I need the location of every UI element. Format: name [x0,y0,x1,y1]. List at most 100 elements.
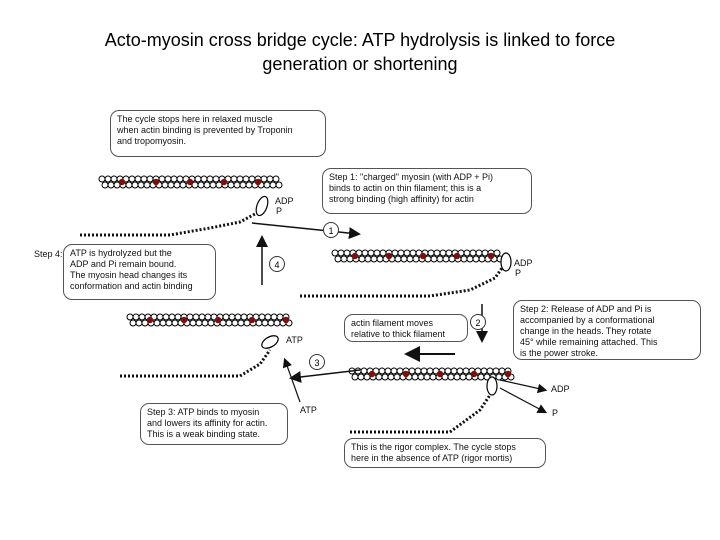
actin-bead [370,255,378,263]
actin-bead [397,249,405,257]
actin-bead [269,181,277,189]
troponin-mark [220,178,228,186]
actin-bead [420,367,428,375]
actin-bead [126,313,134,321]
callout-step-1-text: Step 1: "charged" myosin (with ADP + Pi)… [329,172,494,204]
actin-filament-middle-left [126,313,293,327]
actin-bead [492,367,500,375]
actin-bead [360,367,368,375]
arrow-step-3 [289,369,361,383]
actin-bead [176,175,184,183]
callout-step-3: Step 3: ATP binds to myosin and lowers i… [140,403,288,445]
actin-bead [411,373,419,381]
actin-bead [128,175,136,183]
actin-bead [129,319,137,327]
callout-relaxed-text: The cycle stops here in relaxed muscle w… [117,114,293,146]
actin-bead [414,367,422,375]
actin-bead [462,367,470,375]
myosin-head-top [255,195,269,217]
actin-bead [143,181,151,189]
actin-bead [201,319,209,327]
actin-bead [384,367,392,375]
actin-bead [453,373,461,381]
actin-bead [212,175,220,183]
label-adp-middle: ADP [514,258,533,268]
actin-bead [364,255,372,263]
callout-relaxed-muscle: The cycle stops here in relaxed muscle w… [110,110,326,157]
actin-bead [276,313,284,321]
actin-bead [391,249,399,257]
troponin-mark [453,252,461,260]
actin-bead [138,313,146,321]
actin-bead [264,313,272,321]
label-atp-left: ATP [286,335,303,345]
actin-bead [408,367,416,375]
actin-filament-middle-right [331,249,504,263]
actin-bead [456,367,464,375]
actin-bead [270,313,278,321]
actin-bead [203,181,211,189]
actin-bead [174,313,182,321]
troponin-mark [248,316,256,324]
label-atp-bottom: ATP [300,405,317,415]
actin-bead [439,249,447,257]
actin-bead [134,175,142,183]
arrow-adp-release [499,379,548,394]
troponin-mark [368,370,376,378]
actin-bead [495,373,503,381]
actin-bead [478,255,486,263]
arrow-step-1 [251,222,361,240]
actin-bead [493,249,501,257]
actin-bead [381,373,389,381]
actin-bead [445,249,453,257]
actin-bead [423,373,431,381]
actin-bead [444,367,452,375]
actin-bead [195,319,203,327]
actin-bead [131,181,139,189]
actin-bead [481,249,489,257]
actin-bead [480,367,488,375]
actin-bead [396,367,404,375]
actin-bead [255,319,263,327]
callout-step-1: Step 1: "charged" myosin (with ADP + Pi)… [322,168,532,214]
actin-bead [337,249,345,257]
actin-bead [98,175,106,183]
actin-bead [245,181,253,189]
actin-bead [403,249,411,257]
actin-bead [375,373,383,381]
actin-filament-top [98,175,283,189]
actin-bead [373,249,381,257]
step-number-3: 3 [309,354,325,370]
actin-bead [110,175,118,183]
troponin-mark [487,252,495,260]
actin-bead [101,181,109,189]
actin-bead [258,313,266,321]
troponin-mark [180,316,188,324]
actin-bead [477,373,485,381]
actin-bead [400,255,408,263]
label-p-middle: P [515,268,522,278]
label-adp-top: ADP [275,196,294,206]
myosin-chain [120,349,272,378]
label-adp-right: ADP [551,384,570,394]
cross-bridge-diagram: The cycle stops here in relaxed muscle w… [30,110,705,472]
actin-bead [340,255,348,263]
actin-bead [233,181,241,189]
myosin-head-middle-left [261,335,279,349]
troponin-mark [504,370,512,378]
actin-bead [239,181,247,189]
actin-bead [406,255,414,263]
myosin-filament-middle-right [300,267,504,298]
actin-bead [197,181,205,189]
actin-bead [156,313,164,321]
actin-bead [486,367,494,375]
actin-bead [186,313,194,321]
callout-actin-moves: actin filament moves relative to thick f… [344,314,468,342]
actin-bead [273,319,281,327]
actin-bead [261,319,269,327]
actin-bead [164,175,172,183]
actin-bead [263,181,271,189]
actin-bead [206,175,214,183]
actin-bead [429,373,437,381]
actin-bead [179,181,187,189]
